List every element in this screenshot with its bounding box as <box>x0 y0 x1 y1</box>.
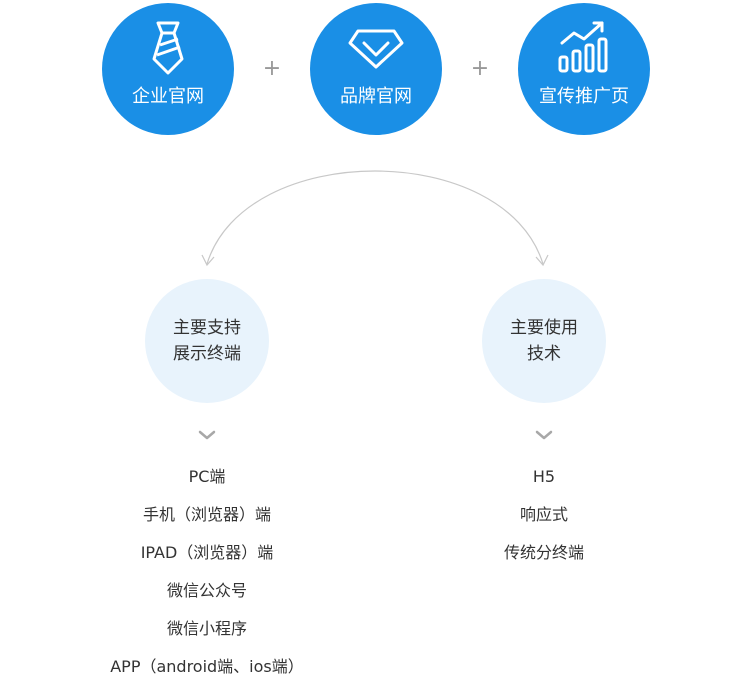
technology-circle: 主要使用 技术 <box>482 279 606 403</box>
list-item: H5 <box>532 467 556 486</box>
arc-arrowhead-right <box>535 254 549 267</box>
list-item: 响应式 <box>519 505 568 524</box>
technology-list: H5 响应式 传统分终端 <box>444 462 644 576</box>
list-item: 微信小程序 <box>166 619 247 638</box>
list-item: 微信公众号 <box>166 581 247 600</box>
list-item: 手机（浏览器）端 <box>142 505 271 524</box>
arc-arrowhead-left <box>201 254 215 267</box>
promo-page-circle: 宣传推广页 <box>518 3 650 135</box>
display-terminals-title-line2: 展示终端 <box>173 344 241 364</box>
display-terminals-title-line1: 主要支持 <box>173 318 241 338</box>
display-terminals-title: 主要支持 展示终端 <box>145 315 269 367</box>
top-label-enterprise: 企业官网 <box>132 86 204 107</box>
display-terminals-list: PC端 手机（浏览器）端 IPAD（浏览器）端 微信公众号 微信小程序 APP（… <box>47 462 367 690</box>
list-item: 传统分终端 <box>503 543 584 562</box>
diamond-icon <box>348 29 404 69</box>
technology-title: 主要使用 技术 <box>482 315 606 367</box>
chevron-down-icon <box>535 430 553 440</box>
brand-site-circle: 品牌官网 <box>310 3 442 135</box>
list-item: PC端 <box>188 467 226 486</box>
chevron-down-icon <box>198 430 216 440</box>
technology-title-line1: 主要使用 <box>510 318 578 338</box>
arc-curve <box>206 170 544 265</box>
tie-icon <box>152 21 184 75</box>
technology-title-line2: 技术 <box>527 344 561 364</box>
top-label-promo: 宣传推广页 <box>539 86 629 107</box>
plus-sign-2: + <box>470 56 490 81</box>
list-item: APP（android端、ios端） <box>110 657 304 676</box>
enterprise-site-circle: 企业官网 <box>102 3 234 135</box>
plus-sign-1: + <box>262 56 282 81</box>
top-label-brand: 品牌官网 <box>340 86 412 107</box>
display-terminals-circle: 主要支持 展示终端 <box>145 279 269 403</box>
list-item: IPAD（浏览器）端 <box>140 543 274 562</box>
growth-chart-icon <box>558 21 608 73</box>
